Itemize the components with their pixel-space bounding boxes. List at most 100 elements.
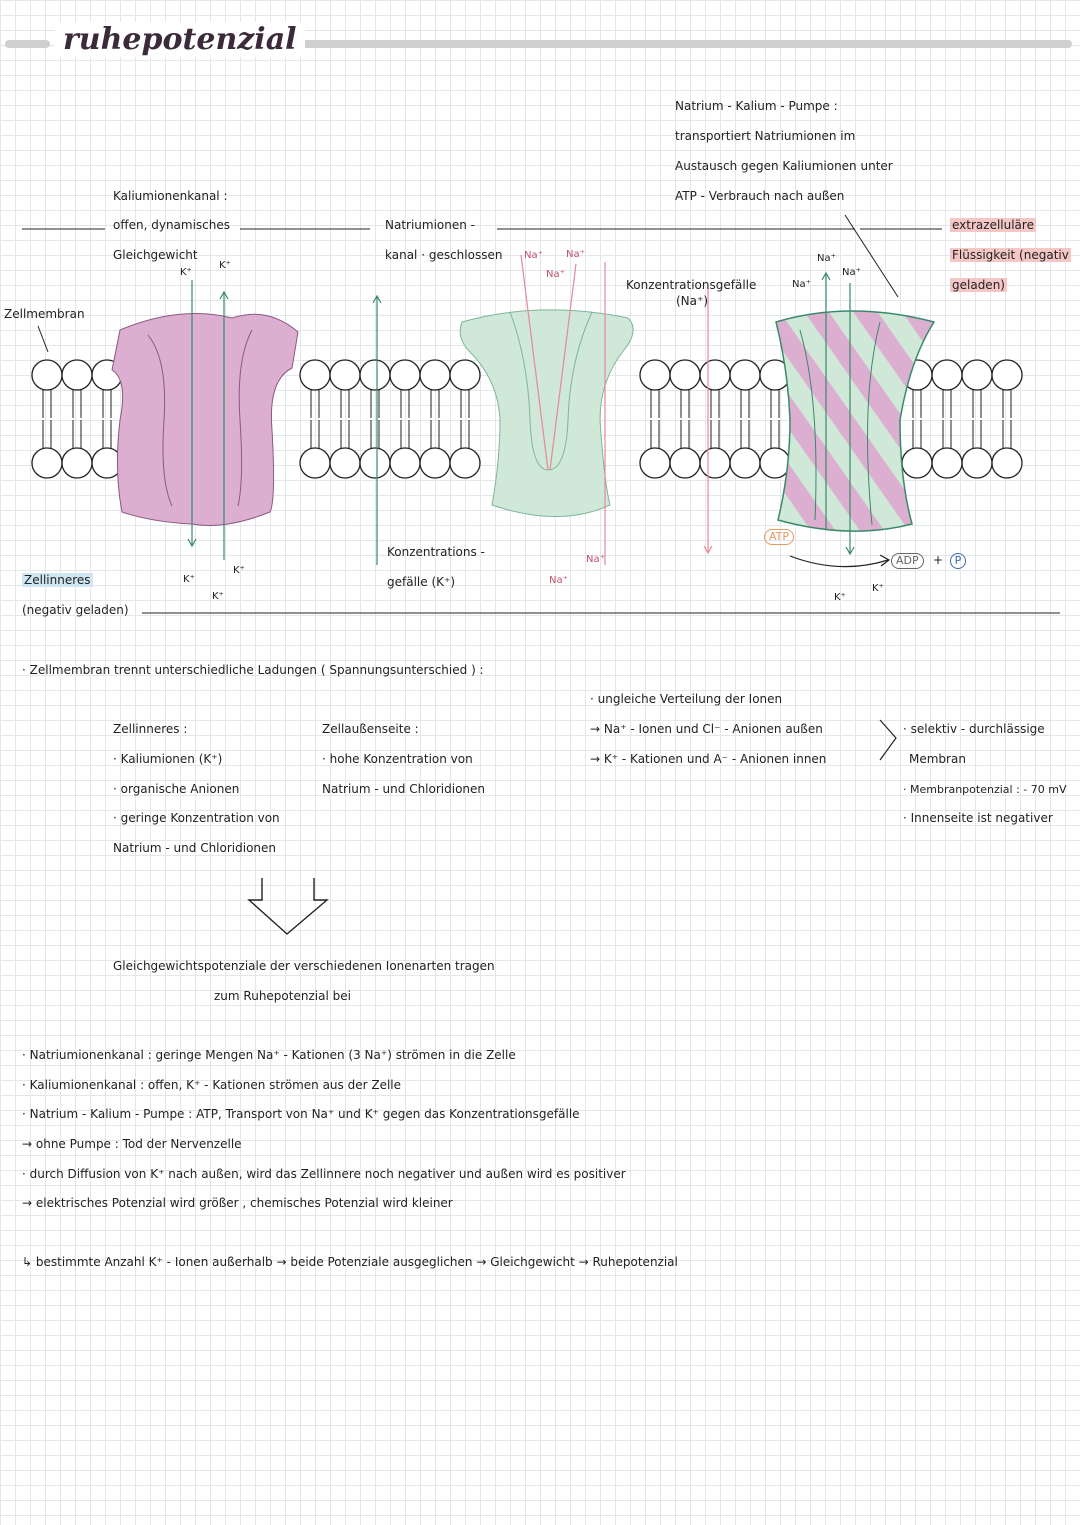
- selective-note-1: · selektiv - durchlässige: [903, 722, 1045, 736]
- k-channel-label-1: Kaliumionenkanal :: [113, 189, 228, 203]
- extracellular-label-1: extrazelluläre: [950, 218, 1036, 232]
- phospholipid-head: [449, 359, 481, 391]
- phospholipid-head: [729, 359, 761, 391]
- k-ion-label: K⁺: [180, 267, 192, 278]
- distribution-heading: · ungleiche Verteilung der Ionen: [590, 692, 783, 706]
- title-underline-right: [232, 40, 1072, 48]
- membrane-label: Zellmembran: [4, 307, 85, 321]
- k-channel-label-2: offen, dynamisches: [113, 218, 231, 232]
- down-arrow: [247, 878, 329, 935]
- pump-label-2: transportiert Natriumionen im: [675, 129, 856, 143]
- phospholipid-head: [639, 447, 671, 479]
- pump-label-3: Austausch gegen Kaliumionen unter: [675, 159, 893, 173]
- na-ion-label: Na⁺: [546, 269, 565, 280]
- interior-item: · geringe Konzentration von: [113, 811, 280, 825]
- selective-note-2: Membran: [909, 752, 966, 766]
- k-channel-label-3: Gleichgewicht: [113, 248, 198, 262]
- phospholipid-head: [329, 447, 361, 479]
- membrane-potential-note: · Membranpotenzial : - 70 mV: [903, 783, 1067, 796]
- summary-line: · durch Diffusion von K⁺ nach außen, wir…: [22, 1167, 626, 1181]
- phospholipid-head: [639, 359, 671, 391]
- summary-line: · Natriumionenkanal : geringe Mengen Na⁺…: [22, 1048, 516, 1062]
- phospholipid-head: [961, 447, 993, 479]
- k-ion-label: K⁺: [212, 591, 224, 602]
- phospholipid-head: [359, 359, 391, 391]
- cell-interior-label-2: (negativ geladen): [22, 603, 129, 617]
- na-ion-label: Na⁺: [566, 249, 585, 260]
- k-ion-label: K⁺: [233, 565, 245, 576]
- interior-item: · Kaliumionen (K⁺): [113, 752, 223, 766]
- interior-item: · organische Anionen: [113, 782, 240, 796]
- title-underline-left: [5, 40, 50, 48]
- na-ion-label: Na⁺: [524, 250, 543, 261]
- pump-label-4: ATP - Verbrauch nach außen: [675, 189, 845, 203]
- summary-line: ↳ bestimmte Anzahl K⁺ - Ionen außerhalb …: [22, 1255, 678, 1269]
- phospholipid-head: [329, 359, 361, 391]
- summary-line: → ohne Pumpe : Tod der Nervenzelle: [22, 1137, 242, 1151]
- cell-interior-label-1: Zellinneres: [22, 573, 93, 587]
- atp-badge: ATP: [764, 529, 795, 545]
- extracellular-label-2: Flüssigkeit (negativ: [950, 248, 1071, 262]
- interior-heading: Zellinneres :: [113, 722, 188, 736]
- na-ion-label: Na⁺: [842, 267, 861, 278]
- phospholipid-head: [931, 359, 963, 391]
- phospholipid-head: [419, 447, 451, 479]
- plus-sign: +: [933, 553, 944, 567]
- k-gradient-label-2: gefälle (K⁺): [387, 575, 456, 589]
- k-ion-label: K⁺: [834, 592, 846, 603]
- summary-line: · Kaliumionenkanal : offen, K⁺ - Katione…: [22, 1078, 402, 1092]
- phospholipid-head: [991, 359, 1023, 391]
- phospholipid-head: [669, 447, 701, 479]
- pump-label-1: Natrium - Kalium - Pumpe :: [675, 99, 838, 113]
- phospholipid-head: [31, 359, 63, 391]
- na-gradient-label-1: Konzentrationsgefälle: [626, 278, 757, 292]
- phospholipid-head: [729, 447, 761, 479]
- phospholipid-head: [299, 359, 331, 391]
- k-ion-label: K⁺: [183, 574, 195, 585]
- phospholipid-head: [901, 447, 933, 479]
- na-channel-label-2: kanal · geschlossen: [385, 248, 503, 262]
- phosphate-badge: P: [950, 553, 966, 569]
- k-gradient-label-1: Konzentrations -: [387, 545, 485, 559]
- na-ion-label: Na⁺: [549, 575, 568, 586]
- equilibrium-note-1: Gleichgewichtspotenziale der verschieden…: [113, 959, 495, 973]
- na-ion-label: Na⁺: [817, 253, 836, 264]
- k-ion-label: K⁺: [872, 583, 884, 594]
- page-title: ruhepotenzial: [55, 22, 305, 57]
- potassium-channel: [111, 313, 299, 526]
- distribution-item: → Na⁺ - Ionen und Cl⁻ - Anionen außen: [590, 722, 823, 736]
- sodium-potassium-pump: [775, 310, 936, 532]
- phospholipid-head: [669, 359, 701, 391]
- phospholipid-head: [299, 447, 331, 479]
- equilibrium-note-2: zum Ruhepotenzial bei: [214, 989, 351, 1003]
- phospholipid-head: [389, 447, 421, 479]
- exterior-item: Natrium - und Chloridionen: [322, 782, 486, 796]
- intro-note: · Zellmembran trennt unterschiedliche La…: [22, 663, 484, 677]
- phospholipid-head: [61, 447, 93, 479]
- phospholipid-head: [61, 359, 93, 391]
- inner-side-note: · Innenseite ist negativer: [903, 811, 1053, 825]
- adp-badge: ADP: [891, 553, 924, 569]
- phospholipid-head: [699, 447, 731, 479]
- na-ion-label: Na⁺: [586, 554, 605, 565]
- na-channel-label-1: Natriumionen -: [385, 218, 476, 232]
- phospholipid-head: [699, 359, 731, 391]
- phospholipid-head: [389, 359, 421, 391]
- na-ion-label: Na⁺: [792, 279, 811, 290]
- summary-line: · Natrium - Kalium - Pumpe : ATP, Transp…: [22, 1107, 580, 1121]
- interior-item: Natrium - und Chloridionen: [113, 841, 277, 855]
- phospholipid-head: [449, 447, 481, 479]
- sodium-channel: [459, 309, 634, 517]
- distribution-item: → K⁺ - Kationen und A⁻ - Anionen innen: [590, 752, 827, 766]
- lipid-bilayer: [31, 359, 1023, 479]
- k-ion-label: K⁺: [219, 260, 231, 271]
- exterior-heading: Zellaußenseite :: [322, 722, 419, 736]
- phospholipid-head: [359, 447, 391, 479]
- phospholipid-head: [759, 447, 791, 479]
- phospholipid-head: [31, 447, 63, 479]
- exterior-item: · hohe Konzentration von: [322, 752, 473, 766]
- phospholipid-head: [931, 447, 963, 479]
- phospholipid-head: [419, 359, 451, 391]
- phospholipid-head: [961, 359, 993, 391]
